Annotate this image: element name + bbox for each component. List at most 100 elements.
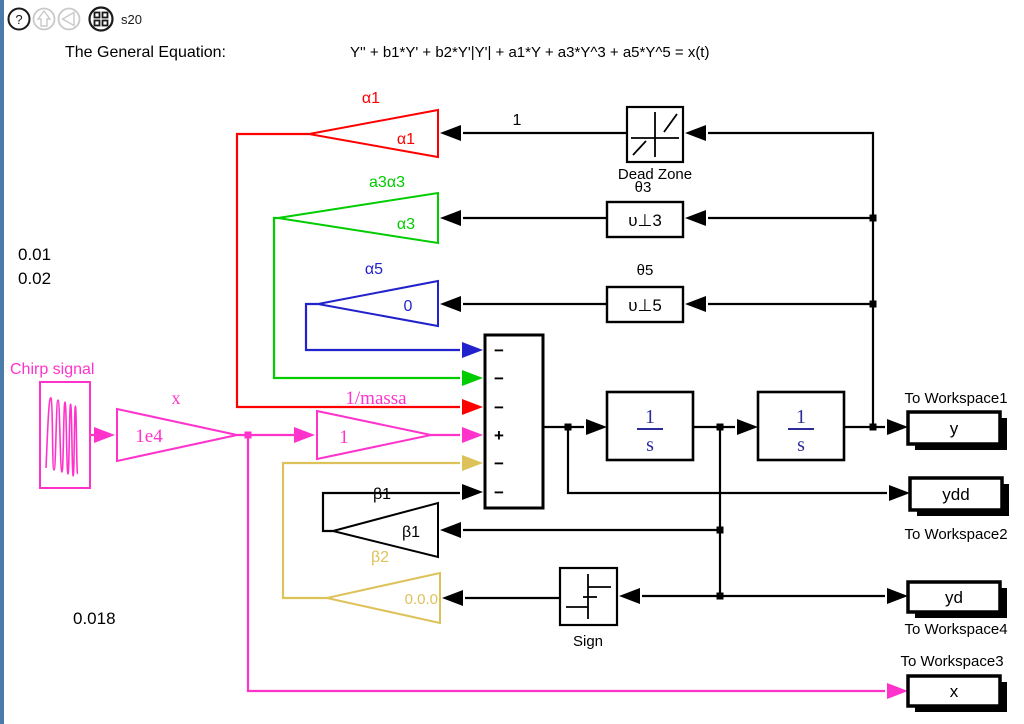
- window-left-border: [0, 0, 4, 724]
- arrow-into-sign: [619, 588, 640, 604]
- model-name: s20: [121, 12, 142, 27]
- integrator1-block[interactable]: [605, 390, 695, 462]
- wire-a1-to-sum[interactable]: [235, 132, 460, 409]
- toolbar: ? s20: [7, 6, 142, 32]
- ws-yd-block[interactable]: [906, 580, 1002, 614]
- junction-integ2-out: [869, 423, 877, 431]
- back-icon[interactable]: [61, 11, 75, 27]
- wire-x-to-workspace[interactable]: [246, 435, 885, 693]
- wire-a3-to-sum[interactable]: [272, 216, 460, 380]
- arrow-into-integrator2: [737, 419, 758, 435]
- wire-b2-to-sum[interactable]: [281, 461, 460, 600]
- wire-feedback-to-deadzone[interactable]: [708, 131, 875, 427]
- dead-zone-label: Dead Zone: [618, 166, 692, 183]
- gain-b2-block[interactable]: [326, 571, 441, 625]
- gain-mass-block[interactable]: [316, 409, 432, 461]
- ws-extra-label: To Workspace3: [900, 653, 1003, 670]
- arrow-into-a5: [440, 296, 461, 312]
- ws-yd-value: yd: [945, 588, 963, 607]
- gain-b2-label: β2: [371, 549, 389, 566]
- gain-b2-value: 0.0.0: [405, 591, 438, 608]
- sum-sign-5: −: [494, 454, 504, 473]
- sum-sign-6: −: [494, 483, 504, 502]
- ws-ydd-block[interactable]: [908, 476, 1004, 512]
- sum-block[interactable]: [483, 333, 545, 510]
- gain-1e4-value: 1e4: [135, 426, 163, 447]
- help-icon[interactable]: ?: [15, 12, 22, 27]
- u3-label: θ3: [635, 179, 652, 196]
- integrator1-denominator: s: [646, 434, 654, 456]
- sum-sign-2: −: [494, 369, 504, 388]
- annotation-p3: 0.018: [73, 609, 116, 628]
- junction-u3-tap: [869, 214, 877, 222]
- chirp-label: Chirp signal: [10, 361, 94, 378]
- arrow-sum-in2: [462, 370, 483, 386]
- gain-a1-value: α1: [397, 131, 415, 148]
- grid-icon-sq3: [93, 19, 101, 27]
- junction-b1-tap: [716, 526, 724, 534]
- gain-b1-label: β1: [373, 486, 391, 503]
- sum-sign-1: −: [494, 341, 504, 360]
- integrator1-numerator: 1: [645, 406, 655, 428]
- gain-a3-value: α3: [397, 216, 415, 233]
- ws-x-value: x: [950, 682, 959, 701]
- gain-mass-label: 1/massa: [345, 388, 407, 409]
- junction-sum-out: [564, 423, 572, 431]
- integrator2-block[interactable]: [756, 390, 846, 462]
- back-button[interactable]: [57, 7, 81, 31]
- ws-y-value: y: [950, 419, 959, 438]
- arrow-sum-in3: [462, 399, 483, 415]
- ws-yd-label: To Workspace4: [904, 621, 1007, 638]
- general-equation-label: The General Equation:: [65, 44, 226, 61]
- dead-zone-icon-upper-ramp: [663, 113, 678, 133]
- ws-ydd-label: To Workspace2: [904, 526, 1007, 543]
- ws-x-block[interactable]: [906, 674, 1002, 708]
- dead-zone-icon-lower-ramp: [632, 140, 647, 156]
- gain-a3-block[interactable]: [277, 191, 439, 245]
- arrow-into-u5: [685, 296, 706, 312]
- chirp-block[interactable]: [39, 381, 91, 489]
- grid-icon-sq2: [101, 11, 109, 19]
- annotation-p2: 0.02: [18, 269, 51, 288]
- help-button[interactable]: [7, 7, 31, 31]
- arrow-sum-in6: [462, 484, 483, 500]
- arrow-into-ws-x: [887, 683, 908, 699]
- ws-y-label: To Workspace1: [904, 390, 1007, 407]
- arrow-sum-in4: [462, 427, 483, 443]
- u3-value: υ⊥3: [628, 211, 662, 230]
- wire-a5-to-sum[interactable]: [304, 302, 460, 352]
- arrow-into-gain1e4: [94, 427, 115, 443]
- sign-label: Sign: [573, 633, 603, 650]
- up-button[interactable]: [32, 7, 56, 31]
- wire-b1-to-sum[interactable]: [321, 491, 460, 533]
- grid-button[interactable]: [88, 6, 114, 32]
- ws-y-block[interactable]: [906, 410, 1002, 446]
- sum-sign-4: +: [494, 426, 504, 445]
- dead-zone-icon: [631, 112, 679, 157]
- up-arrow-icon[interactable]: [36, 9, 52, 27]
- gain-1e4-block[interactable]: [116, 407, 238, 463]
- wire-to-ydd[interactable]: [566, 427, 887, 495]
- gain-b1-block[interactable]: [332, 501, 439, 559]
- junction-yd-tap: [716, 592, 724, 600]
- u5-block[interactable]: [605, 285, 685, 324]
- sum-signs: − − − + − −: [494, 341, 504, 502]
- signal-label-x: x: [172, 388, 181, 408]
- arrow-into-b2: [442, 590, 463, 606]
- junction-dots: [564, 214, 877, 600]
- grid-icon-sq1: [93, 11, 101, 19]
- annotation-p1: 0.01: [18, 245, 51, 264]
- grid-icon[interactable]: [93, 11, 109, 27]
- junction-x-tap: [244, 431, 252, 439]
- arrow-into-ws-yd: [887, 588, 908, 604]
- general-equation: Y'' + b1*Y' + b2*Y'|Y'| + a1*Y + a3*Y^3 …: [350, 44, 709, 61]
- arrow-into-b1: [440, 522, 461, 538]
- gain-a5-label: α5: [365, 261, 383, 278]
- gain-a1-block[interactable]: [308, 108, 439, 159]
- gain-a5-block[interactable]: [317, 279, 439, 328]
- u5-value: υ⊥5: [628, 296, 662, 315]
- arrowheads: [94, 125, 910, 699]
- u3-block[interactable]: [605, 200, 685, 239]
